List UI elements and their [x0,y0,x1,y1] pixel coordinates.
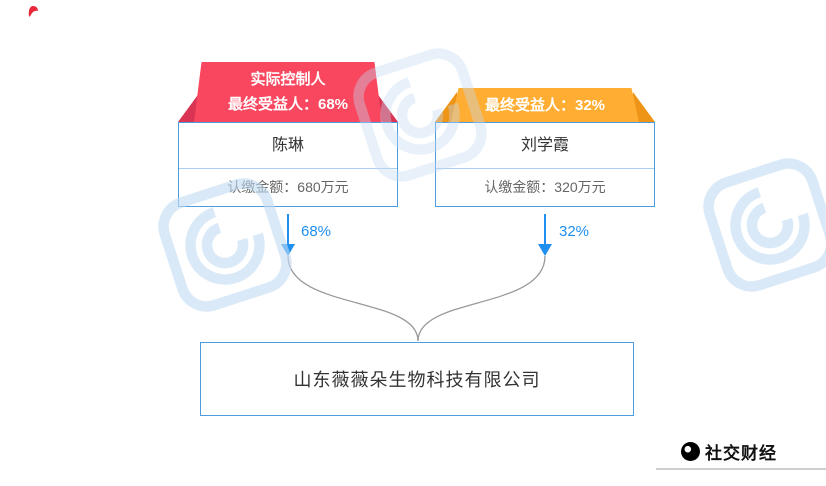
brand-watermark: 社交财经 [681,439,777,464]
company-name: 山东薇薇朵生物科技有限公司 [293,370,541,390]
ribbon-line-2: 最终受益人：68% [227,96,349,113]
ribbon-line-1: 最终受益人：32% [484,96,606,114]
ribbon-label: 最终受益人：32% [451,88,639,122]
subscribed-amount: 认缴金额：320万元 [484,179,606,195]
beneficiary-ribbon: 最终受益人：32% [435,88,655,122]
subscribed-amount: 认缴金额：680万元 [227,179,349,195]
brand-logo-icon [681,442,700,461]
brand-name: 社交财经 [705,444,777,463]
actual-controller-ribbon: 实际控制人 最终受益人：68% [178,62,398,122]
ribbon-label: 实际控制人 最终受益人：68% [194,62,382,122]
shareholder-card-left: 实际控制人 最终受益人：68% 陈琳 认缴金额：680万元 [178,62,398,207]
ribbon-line-1: 实际控制人 [250,71,326,88]
ownership-curve [287,255,419,342]
shareholder-node[interactable]: 刘学霞 认缴金额：320万元 [435,122,655,207]
ownership-percent-right: 32% [559,223,590,240]
red-corner-icon [28,6,38,17]
ownership-curve [417,255,546,342]
down-arrow-icon [538,214,552,256]
shareholder-node[interactable]: 陈琳 认缴金额：680万元 [178,122,398,207]
shareholder-name: 陈琳 [179,123,397,169]
down-arrow-icon [281,214,295,256]
company-node[interactable]: 山东薇薇朵生物科技有限公司 [200,342,634,416]
ownership-percent-left: 68% [301,223,332,240]
footer-divider [656,468,826,470]
shareholder-card-right: 最终受益人：32% 刘学霞 认缴金额：320万元 [435,62,655,207]
shareholder-name: 刘学霞 [436,123,654,169]
